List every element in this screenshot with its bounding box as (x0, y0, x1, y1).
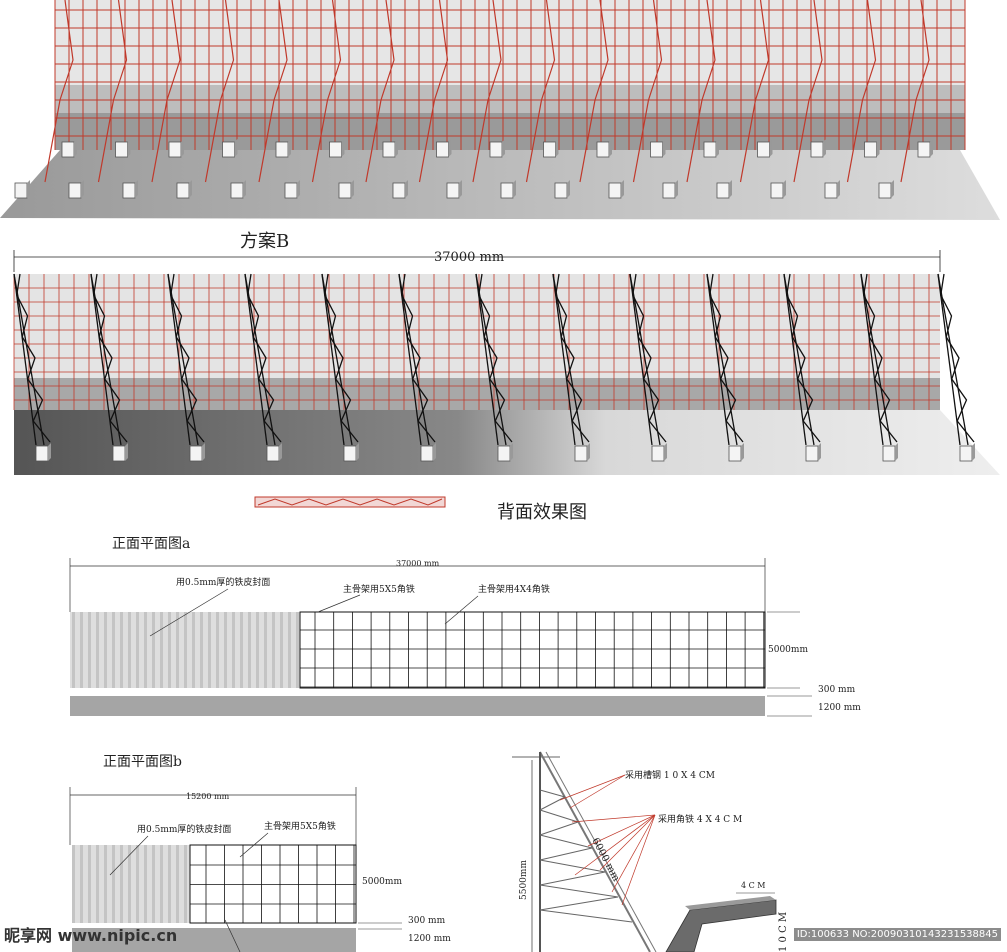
foundation-block (68, 182, 82, 199)
foundation-block (222, 141, 235, 158)
channel-width: 4 C M (741, 881, 766, 890)
foundation-block (497, 445, 511, 462)
foundation-block (343, 445, 357, 462)
gap-a: 300 mm (818, 685, 856, 695)
foundation-block (284, 182, 298, 199)
foundation-block (917, 141, 931, 158)
note-a-skin: 用0.5mm厚的铁皮封面 (176, 576, 270, 588)
foundation-block (543, 141, 556, 158)
foundation-block (500, 182, 514, 199)
foundation-block (35, 445, 49, 462)
foundation-block (959, 445, 973, 462)
foundation-block (230, 182, 244, 199)
foundation-block (716, 182, 730, 199)
foundation-block (338, 182, 352, 199)
note-b-skin: 用0.5mm厚的铁皮封面 (137, 823, 231, 835)
truss-beam-symbol (254, 496, 446, 508)
base-a: 1200 mm (818, 703, 861, 713)
foundation-block (703, 141, 717, 158)
front-elevation-a: 正面平面图a 37000 mm 用0.5mm厚的铁皮封面 主骨架用5X5角铁 主… (69, 536, 861, 717)
foundation-block (651, 445, 665, 462)
note-b-frame: 主骨架用5X5角铁 (264, 820, 336, 832)
foundation-block (878, 182, 892, 199)
foundation-block (596, 141, 610, 158)
foundation-block (770, 182, 784, 199)
foundation-block (61, 141, 75, 158)
base-b: 1200 mm (408, 934, 451, 944)
foundation-block (436, 141, 449, 158)
scheme-b-dimension: 37000 mm (434, 250, 504, 265)
foundation-block (189, 445, 203, 462)
foundation-block (650, 141, 663, 158)
foundation-block (824, 182, 838, 199)
foundation-block (115, 141, 128, 158)
truss-note-channel: 采用槽钢 1 0 X 4 CM (625, 769, 715, 781)
foundation-block (14, 182, 28, 199)
gap-b: 300 mm (408, 916, 446, 926)
top-perspective-view (0, 0, 1000, 220)
foundation-block (275, 141, 289, 158)
note-a-frame-5x5: 主骨架用5X5角铁 (343, 583, 415, 595)
site-watermark: 昵享网 www.nipic.cn (4, 926, 178, 945)
note-a-frame-4x4: 主骨架用4X4角铁 (478, 583, 550, 595)
front-a-dimension: 37000 mm (396, 559, 440, 568)
height-b: 5000mm (362, 877, 402, 887)
front-b-dimension: 15200 mm (186, 792, 230, 801)
foundation-block (757, 141, 770, 158)
foundation-block (554, 182, 568, 199)
front-elevation-b: 正面平面图b 15200 mm 用0.5mm厚的铁皮封面 主骨架用5X5角铁 5… (69, 754, 451, 952)
channel-height: 1 0 C M (778, 912, 789, 952)
foundation-block (420, 445, 434, 462)
foundation-block (489, 141, 503, 158)
truss-height: 5500mm (519, 860, 529, 900)
image-id-watermark: ID:100633 NO:20090310143231538845 (793, 928, 1001, 941)
channel-section-detail: 4 C M 1 0 C M (665, 881, 789, 952)
foundation-block (122, 182, 136, 199)
foundation-block (728, 445, 742, 462)
foundation-block (392, 182, 406, 199)
foundation-block (864, 141, 877, 158)
foundation-block (446, 182, 460, 199)
truss-note-angle: 采用角铁 4 X 4 C M (658, 813, 742, 825)
scheme-b-back-view: 方案B 37000 mm 背面效果图 (13, 231, 1000, 523)
foundation-block (382, 141, 396, 158)
foundation-block (266, 445, 280, 462)
foundation-block (329, 141, 342, 158)
front-b-title: 正面平面图b (103, 754, 182, 770)
foundation-block (112, 445, 126, 462)
foundation-block (662, 182, 676, 199)
foundation-block (168, 141, 182, 158)
foundation-block (805, 445, 819, 462)
height-a: 5000mm (768, 645, 808, 655)
back-view-caption: 背面效果图 (497, 502, 587, 523)
foundation-block (574, 445, 588, 462)
truss-side-detail: 5500mm 6000 mm 采用槽钢 1 0 X 4 CM 采用角铁 4 X … (512, 751, 742, 952)
foundation-block (882, 445, 896, 462)
foundation-block (810, 141, 824, 158)
foundation-block (176, 182, 190, 199)
scheme-b-title: 方案B (240, 231, 289, 252)
foundation-block (608, 182, 622, 199)
front-a-title: 正面平面图a (112, 536, 190, 552)
